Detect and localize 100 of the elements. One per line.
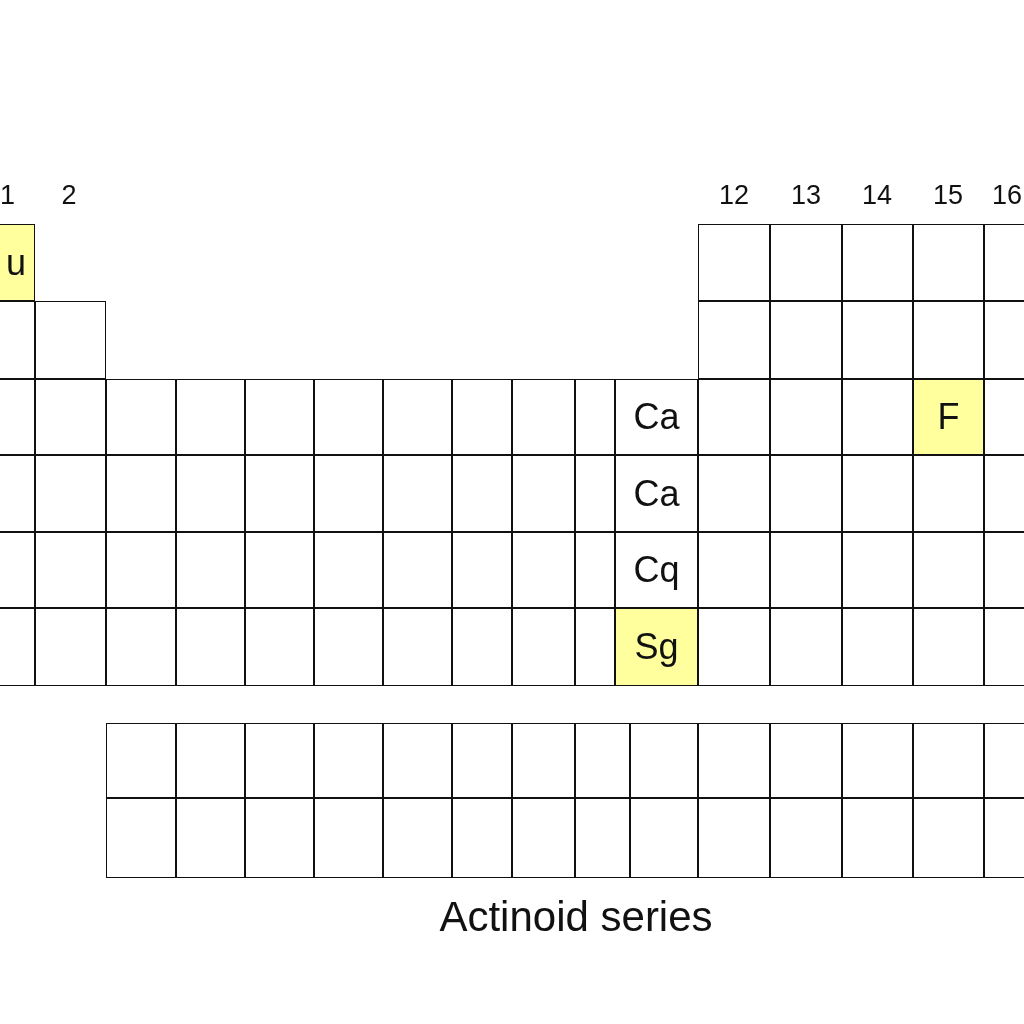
element-cell [35,301,106,379]
element-cell [770,455,842,532]
element-cell [512,723,575,798]
element-cell [575,798,630,878]
group-number: 16 [991,182,1022,209]
element-cell [383,798,452,878]
element-cell [842,532,913,608]
element-cell [913,455,984,532]
element-cell [176,455,245,532]
element-cell [452,455,512,532]
group-number: 12 [718,182,749,209]
element-cell [0,455,35,532]
element-cell [698,455,770,532]
element-cell [770,224,842,301]
element-cell [913,301,984,379]
element-cell [913,608,984,686]
element-cell [245,608,314,686]
element-cell [575,723,630,798]
element-cell [383,608,452,686]
element-cell [0,608,35,686]
element-cell [698,224,770,301]
element-cell [984,379,1024,455]
element-cell [106,532,176,608]
element-cell [615,608,698,686]
element-cell [452,608,512,686]
element-cell [176,532,245,608]
element-cell [770,532,842,608]
element-cell [0,301,35,379]
element-cell [842,798,913,878]
element-cell [176,798,245,878]
element-cell [106,455,176,532]
element-cell [842,723,913,798]
element-symbol: Ca [633,475,680,512]
element-cell [452,532,512,608]
element-cell [770,379,842,455]
element-symbol: Sg [634,629,679,665]
group-number: 2 [61,182,77,209]
element-cell [314,379,383,455]
element-cell [35,379,106,455]
element-cell [842,455,913,532]
element-cell [106,379,176,455]
element-cell [314,798,383,878]
element-cell [984,532,1024,608]
element-cell [383,532,452,608]
element-cell [245,455,314,532]
element-cell [842,379,913,455]
element-cell [698,798,770,878]
element-cell [575,608,615,686]
element-cell [630,723,698,798]
element-cell [698,723,770,798]
element-cell [383,455,452,532]
element-cell [842,301,913,379]
group-number: 13 [790,182,821,209]
element-cell [842,608,913,686]
group-number: 15 [932,182,963,209]
element-cell [770,301,842,379]
element-cell [245,723,314,798]
element-cell [0,224,35,301]
element-symbol: Cq [633,552,680,588]
element-cell [770,608,842,686]
element-cell [245,532,314,608]
element-cell [913,723,984,798]
series-title: Actinoid series [439,896,713,938]
element-cell [314,608,383,686]
element-cell [314,723,383,798]
element-cell [698,379,770,455]
element-cell [35,608,106,686]
element-cell [615,532,698,608]
element-cell [615,455,698,532]
element-cell [698,608,770,686]
element-cell [176,608,245,686]
element-cell [770,723,842,798]
element-cell [314,455,383,532]
element-cell [452,798,512,878]
element-cell [913,798,984,878]
element-cell [452,379,512,455]
element-cell [383,723,452,798]
element-cell [512,532,575,608]
element-symbol: u [6,244,27,281]
element-cell [245,798,314,878]
element-cell [984,301,1024,379]
element-cell [176,723,245,798]
element-cell [35,455,106,532]
element-cell [984,798,1024,878]
element-cell [630,798,698,878]
element-cell [314,532,383,608]
element-cell [106,723,176,798]
element-cell [575,455,615,532]
group-number: 14 [861,182,892,209]
element-cell [106,608,176,686]
element-cell [35,532,106,608]
element-cell [984,723,1024,798]
element-cell [575,379,615,455]
element-symbol: Ca [633,399,680,435]
element-cell [176,379,245,455]
element-cell [698,301,770,379]
element-cell [984,224,1024,301]
element-cell [842,224,913,301]
element-cell [245,379,314,455]
element-symbol: F [937,399,960,435]
